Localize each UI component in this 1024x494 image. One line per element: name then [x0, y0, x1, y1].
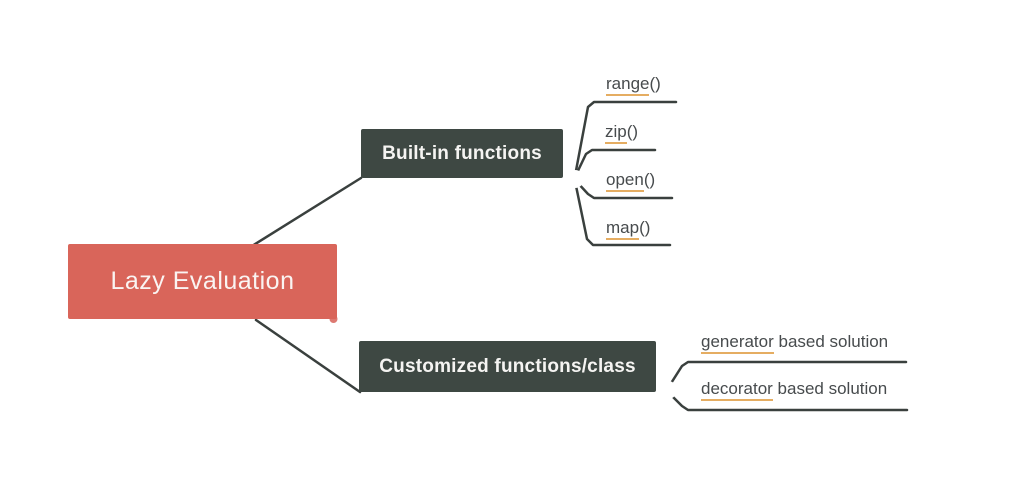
edge-custom-generator — [666, 360, 908, 390]
leaf-rest-text: based solution — [772, 379, 888, 398]
leaf-link-text: generator — [701, 332, 774, 354]
leaf-topic-zip[interactable]: zip() — [605, 121, 639, 144]
branch-topic-label: Built-in functions — [382, 142, 542, 164]
leaf-topic-generator-solution[interactable]: generator based solution — [701, 331, 889, 354]
edge-builtin-zip — [573, 148, 657, 179]
leaf-rest-text: () — [643, 170, 656, 189]
branch-topic-customized-functions-class[interactable]: Customized functions/class — [359, 341, 656, 392]
leaf-topic-range[interactable]: range() — [606, 73, 661, 96]
builtin-collapse-handle[interactable] — [566, 170, 584, 188]
leaf-link-text: map — [606, 218, 640, 240]
leaf-rest-text: based solution — [773, 332, 889, 351]
edge-root-builtin — [250, 176, 363, 248]
leaf-link-text: range — [606, 74, 650, 96]
root-topic-label: Lazy Evaluation — [110, 267, 295, 295]
leaf-topic-map[interactable]: map() — [606, 217, 651, 240]
leaf-link-text: zip — [605, 122, 627, 144]
custom-collapse-handle[interactable] — [659, 381, 677, 399]
edge-builtin-range — [573, 100, 678, 178]
leaf-link-text: open — [606, 170, 644, 192]
edge-custom-decorator — [666, 390, 909, 412]
leaf-topic-open[interactable]: open() — [606, 169, 656, 192]
leaf-topic-decorator-solution[interactable]: decorator based solution — [701, 378, 888, 401]
branch-topic-label: Customized functions/class — [379, 355, 636, 377]
leaf-link-text: decorator — [701, 379, 773, 401]
leaf-rest-text: () — [639, 218, 651, 237]
leaf-rest-text: () — [649, 74, 661, 93]
branch-topic-builtin-functions[interactable]: Built-in functions — [361, 129, 563, 178]
root-topic-lazy-evaluation[interactable]: Lazy Evaluation — [68, 244, 337, 319]
edge-builtin-map — [573, 179, 672, 247]
leaf-rest-text: () — [626, 122, 639, 141]
edge-builtin-open — [574, 179, 674, 200]
edge-root-custom — [254, 318, 362, 394]
